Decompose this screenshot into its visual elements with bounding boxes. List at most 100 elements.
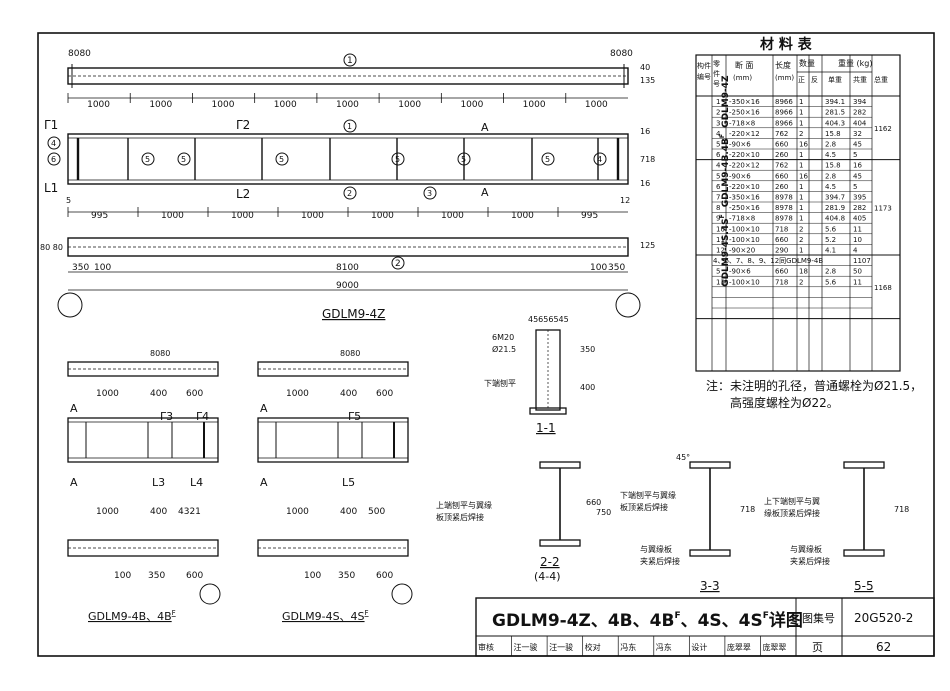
signature-cell: 审核: [478, 642, 494, 652]
table-cell: 1: [799, 109, 803, 117]
svg-text:100: 100: [114, 571, 131, 581]
svg-text:件: 件: [713, 69, 720, 78]
table-cell: 281.5: [825, 109, 845, 117]
table-cell: -90×20: [729, 247, 755, 255]
table-cell: 1: [799, 151, 803, 159]
svg-text:100: 100: [590, 263, 607, 273]
table-cell: 1: [799, 204, 803, 212]
table-cell: -718×8: [729, 215, 755, 223]
svg-text:16: 16: [640, 127, 650, 136]
table-cell: -350×16: [729, 98, 760, 106]
table-cell: 2.8: [825, 172, 836, 180]
table-cell: 1: [716, 98, 720, 106]
part-callout: [275, 152, 289, 166]
svg-text:6: 6: [51, 155, 56, 164]
svg-text:600: 600: [186, 571, 203, 581]
svg-text:5: 5: [181, 155, 186, 164]
svg-text:100: 100: [304, 571, 321, 581]
table-cell: 10: [853, 236, 862, 244]
group-total: 1168: [874, 284, 892, 292]
svg-text:1: 1: [347, 122, 352, 131]
svg-text:L3: L3: [152, 476, 165, 489]
svg-text:40: 40: [640, 63, 650, 72]
table-cell: -250×16: [729, 109, 760, 117]
svg-text:5: 5: [66, 196, 71, 205]
signature-cell: 庞翠翠: [727, 642, 751, 652]
atlas-label: 图集号: [802, 611, 835, 625]
svg-text:单重: 单重: [828, 75, 842, 84]
table-cell: 8978: [775, 204, 793, 212]
svg-text:数量: 数量: [799, 58, 815, 68]
svg-text:2: 2: [347, 189, 352, 198]
grid-circle-left: [57, 292, 83, 318]
table-cell: 18: [799, 268, 808, 276]
svg-text:45656545: 45656545: [528, 315, 569, 324]
svg-text:5: 5: [461, 155, 466, 164]
dim-text: 1000: [231, 211, 254, 221]
table-cell: 260: [775, 183, 788, 191]
beam-4s-label: GDLM9-4S、4SF: [282, 609, 369, 623]
section-3-3: [689, 461, 731, 557]
table-cell: 762: [775, 130, 788, 138]
signature-cell: 设计: [691, 642, 707, 652]
table-cell: 45: [853, 172, 862, 180]
svg-text:A: A: [260, 476, 268, 489]
part-callout: [423, 186, 437, 200]
svg-text:718: 718: [640, 155, 655, 164]
table-cell: 4: [716, 162, 721, 170]
svg-text:缘板顶紧后焊接: 缘板顶紧后焊接: [764, 508, 820, 518]
table-cell: 11: [853, 278, 862, 286]
general-note: 注：未注明的孔径，普通螺栓为Ø21.5， 高强度螺栓为Ø22。: [706, 379, 923, 410]
table-cell: -90×6: [729, 268, 751, 276]
svg-text:718: 718: [894, 505, 909, 514]
table-cell: -90×6: [729, 141, 751, 149]
signature-row: 审核汪一骏汪一骏校对冯东冯东设计庞翠翠庞翠翠: [478, 636, 786, 656]
table-cell: 50: [853, 268, 862, 276]
table-cell: 660: [775, 141, 788, 149]
svg-text:400: 400: [340, 507, 357, 517]
svg-text:Γ5: Γ5: [348, 410, 361, 423]
table-cell: 282: [853, 109, 866, 117]
table-cell: -220×10: [729, 151, 760, 159]
table-cell: 260: [775, 151, 788, 159]
part-callout: [343, 119, 357, 133]
table-cell: 1107: [853, 257, 871, 265]
dim-text: 1000: [441, 211, 464, 221]
svg-text:5: 5: [545, 155, 550, 164]
end-dim-left: 8080: [68, 49, 91, 59]
svg-text:1000: 1000: [96, 507, 119, 517]
table-cell: 1: [799, 247, 803, 255]
page-number: 62: [876, 640, 891, 654]
table-cell: 2.8: [825, 268, 836, 276]
part-callout: [47, 136, 61, 150]
svg-text:750: 750: [596, 508, 611, 517]
table-cell: 660: [775, 268, 788, 276]
svg-text:6M20: 6M20: [492, 333, 514, 342]
table-cell: 8966: [775, 98, 793, 106]
table-cell: -250×16: [729, 204, 760, 212]
table-cell: 2: [799, 130, 803, 138]
table-cell: 2: [799, 278, 803, 286]
part-callout: [141, 152, 155, 166]
part-callout: [177, 152, 191, 166]
table-cell: 404.8: [825, 215, 845, 223]
table-cell: 12: [716, 247, 725, 255]
section-1-1: [529, 329, 567, 415]
svg-text:350: 350: [338, 571, 355, 581]
svg-text:与翼缘板: 与翼缘板: [790, 544, 822, 554]
beam-4z-bottom-view: [67, 237, 629, 257]
table-cell: -90×6: [729, 172, 751, 180]
section-mark-a-bot: A: [481, 186, 489, 199]
table-cell: 404.3: [825, 119, 845, 127]
stiffener-group: [76, 138, 620, 180]
signature-cell: 冯东: [656, 642, 672, 652]
dim-text: 1000: [274, 100, 297, 110]
table-cell: 1: [799, 183, 803, 191]
svg-text:16: 16: [640, 179, 650, 188]
svg-text:1000: 1000: [96, 389, 119, 399]
dim-text: 995: [581, 211, 598, 221]
table-cell: 762: [775, 162, 788, 170]
table-cell: 1: [799, 215, 803, 223]
table-cell: 394.1: [825, 98, 845, 106]
